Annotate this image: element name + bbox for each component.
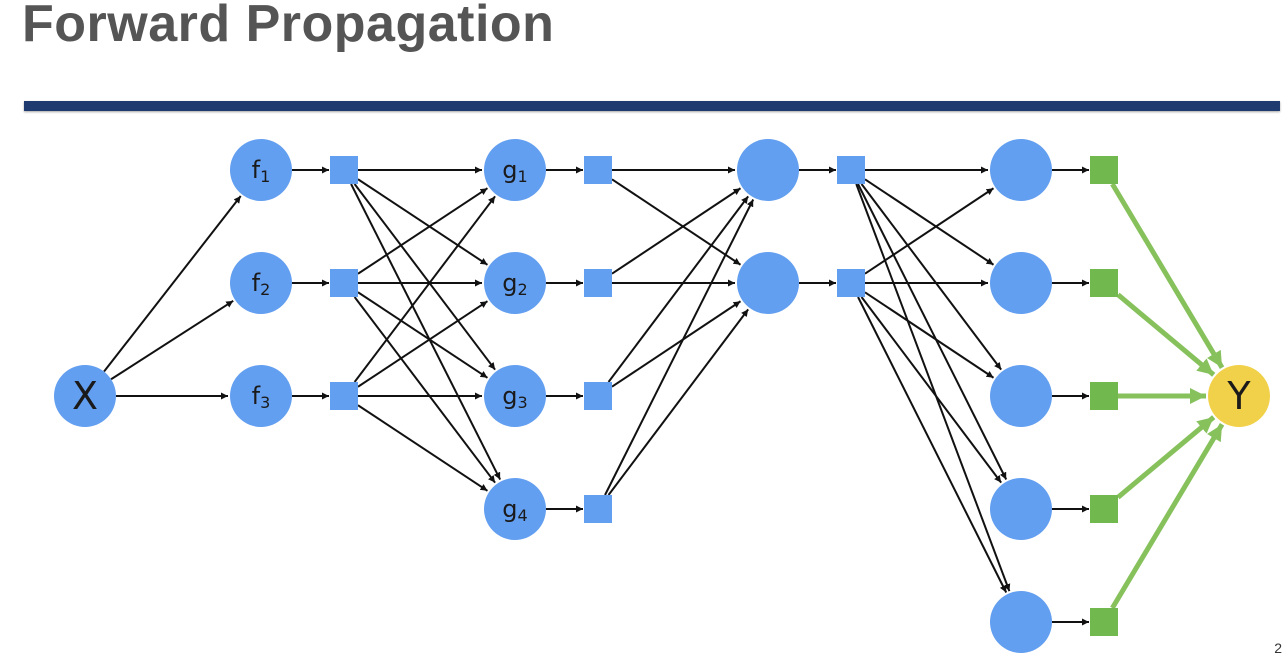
edge-bf2-to-g4: [353, 296, 496, 484]
node-label-f1: f1: [252, 156, 271, 186]
edge-bf1-to-g4: [350, 183, 502, 480]
edge-layer: [103, 166, 1225, 626]
node-k5: [990, 591, 1052, 653]
node-label-x: X: [72, 374, 98, 418]
activation-box-g4: [584, 495, 612, 523]
activation-box-k2: [1090, 269, 1118, 297]
activation-box-k5: [1090, 608, 1118, 636]
node-f1: [230, 139, 292, 201]
edge-bh2-to-k4: [860, 296, 1002, 484]
edge-bf2-to-g1: [357, 187, 489, 275]
node-subscript-g2: 2: [518, 280, 528, 299]
node-subscript-g4: 4: [518, 506, 528, 525]
node-k2: [990, 252, 1052, 314]
node-label-f3: f3: [252, 382, 271, 412]
node-k4: [990, 478, 1052, 540]
node-letter-g2: g: [502, 269, 517, 297]
node-k1: [990, 139, 1052, 201]
activation-box-k3: [1090, 382, 1118, 410]
node-label-y: Y: [1226, 374, 1251, 418]
activation-box-h1: [837, 156, 865, 184]
edge-bh2-to-k1: [864, 187, 995, 275]
node-label-g4: g4: [502, 495, 527, 525]
activation-box-f1: [330, 156, 358, 184]
activation-box-h2: [837, 269, 865, 297]
node-h2: [737, 252, 799, 314]
node-g2: [484, 252, 546, 314]
node-g1: [484, 139, 546, 201]
edge-bh1-to-k3: [860, 183, 1002, 371]
node-letter-f1: f: [252, 156, 261, 184]
node-subscript-g3: 3: [518, 393, 528, 412]
node-letter-g1: g: [502, 156, 517, 184]
edge-bk4-to-y: [1116, 415, 1216, 500]
node-subscript-g1: 1: [518, 167, 528, 186]
activation-box-g2: [584, 269, 612, 297]
activation-box-g3: [584, 382, 612, 410]
node-y: [1208, 365, 1270, 427]
edge-bg2-to-h1: [611, 187, 742, 275]
activation-box-f3: [330, 382, 358, 410]
node-label-g2: g2: [502, 269, 527, 299]
node-subscript-f2: 2: [260, 280, 270, 299]
edge-bf1-to-g2: [357, 178, 489, 266]
edge-bf1-to-g3: [353, 183, 496, 371]
edge-bh1-to-k5: [855, 183, 1011, 592]
node-f2: [230, 252, 292, 314]
edge-bk5-to-y: [1110, 423, 1225, 610]
edge-bg3-to-h2: [611, 300, 742, 388]
activation-box-k4: [1090, 495, 1118, 523]
node-subscript-f3: 3: [260, 393, 270, 412]
edge-bf3-to-g2: [357, 300, 489, 388]
edge-bh1-to-k4: [857, 183, 1008, 480]
node-g3: [484, 365, 546, 427]
node-x: [54, 365, 116, 427]
activation-box-f2: [330, 269, 358, 297]
edge-bg3-to-h1: [607, 195, 749, 383]
edge-bg4-to-h1: [604, 199, 755, 496]
edge-bg4-to-h2: [607, 308, 749, 496]
slide-title: Forward Propagation: [22, 0, 555, 53]
node-letter-g4: g: [502, 495, 517, 523]
edge-bg1-to-h2: [611, 178, 742, 266]
node-label-f2: f2: [252, 269, 271, 299]
node-subscript-f1: 1: [260, 167, 270, 186]
node-g4: [484, 478, 546, 540]
node-label-g3: g3: [502, 382, 527, 412]
node-k3: [990, 365, 1052, 427]
edge-x-to-f1: [103, 195, 242, 373]
edge-bf2-to-g3: [357, 291, 489, 379]
node-f3: [230, 365, 292, 427]
node-letter-f2: f: [252, 269, 261, 297]
edge-bh2-to-k5: [857, 296, 1008, 593]
edge-x-to-f2: [110, 299, 234, 381]
node-label-g1: g1: [502, 156, 527, 186]
node-h1: [737, 139, 799, 201]
edge-bk1-to-y: [1110, 182, 1225, 369]
node-letter-f3: f: [252, 382, 261, 410]
page-number: 2: [1274, 640, 1282, 656]
edge-bk2-to-y: [1116, 292, 1216, 377]
node-letter-g3: g: [502, 382, 517, 410]
edge-bh1-to-k2: [864, 178, 995, 266]
title-rule: [24, 101, 1280, 111]
activation-box-k1: [1090, 156, 1118, 184]
edge-bh2-to-k3: [864, 291, 995, 379]
edge-bf3-to-g4: [357, 404, 489, 492]
edge-bf3-to-g1: [353, 195, 496, 383]
activation-box-g1: [584, 156, 612, 184]
